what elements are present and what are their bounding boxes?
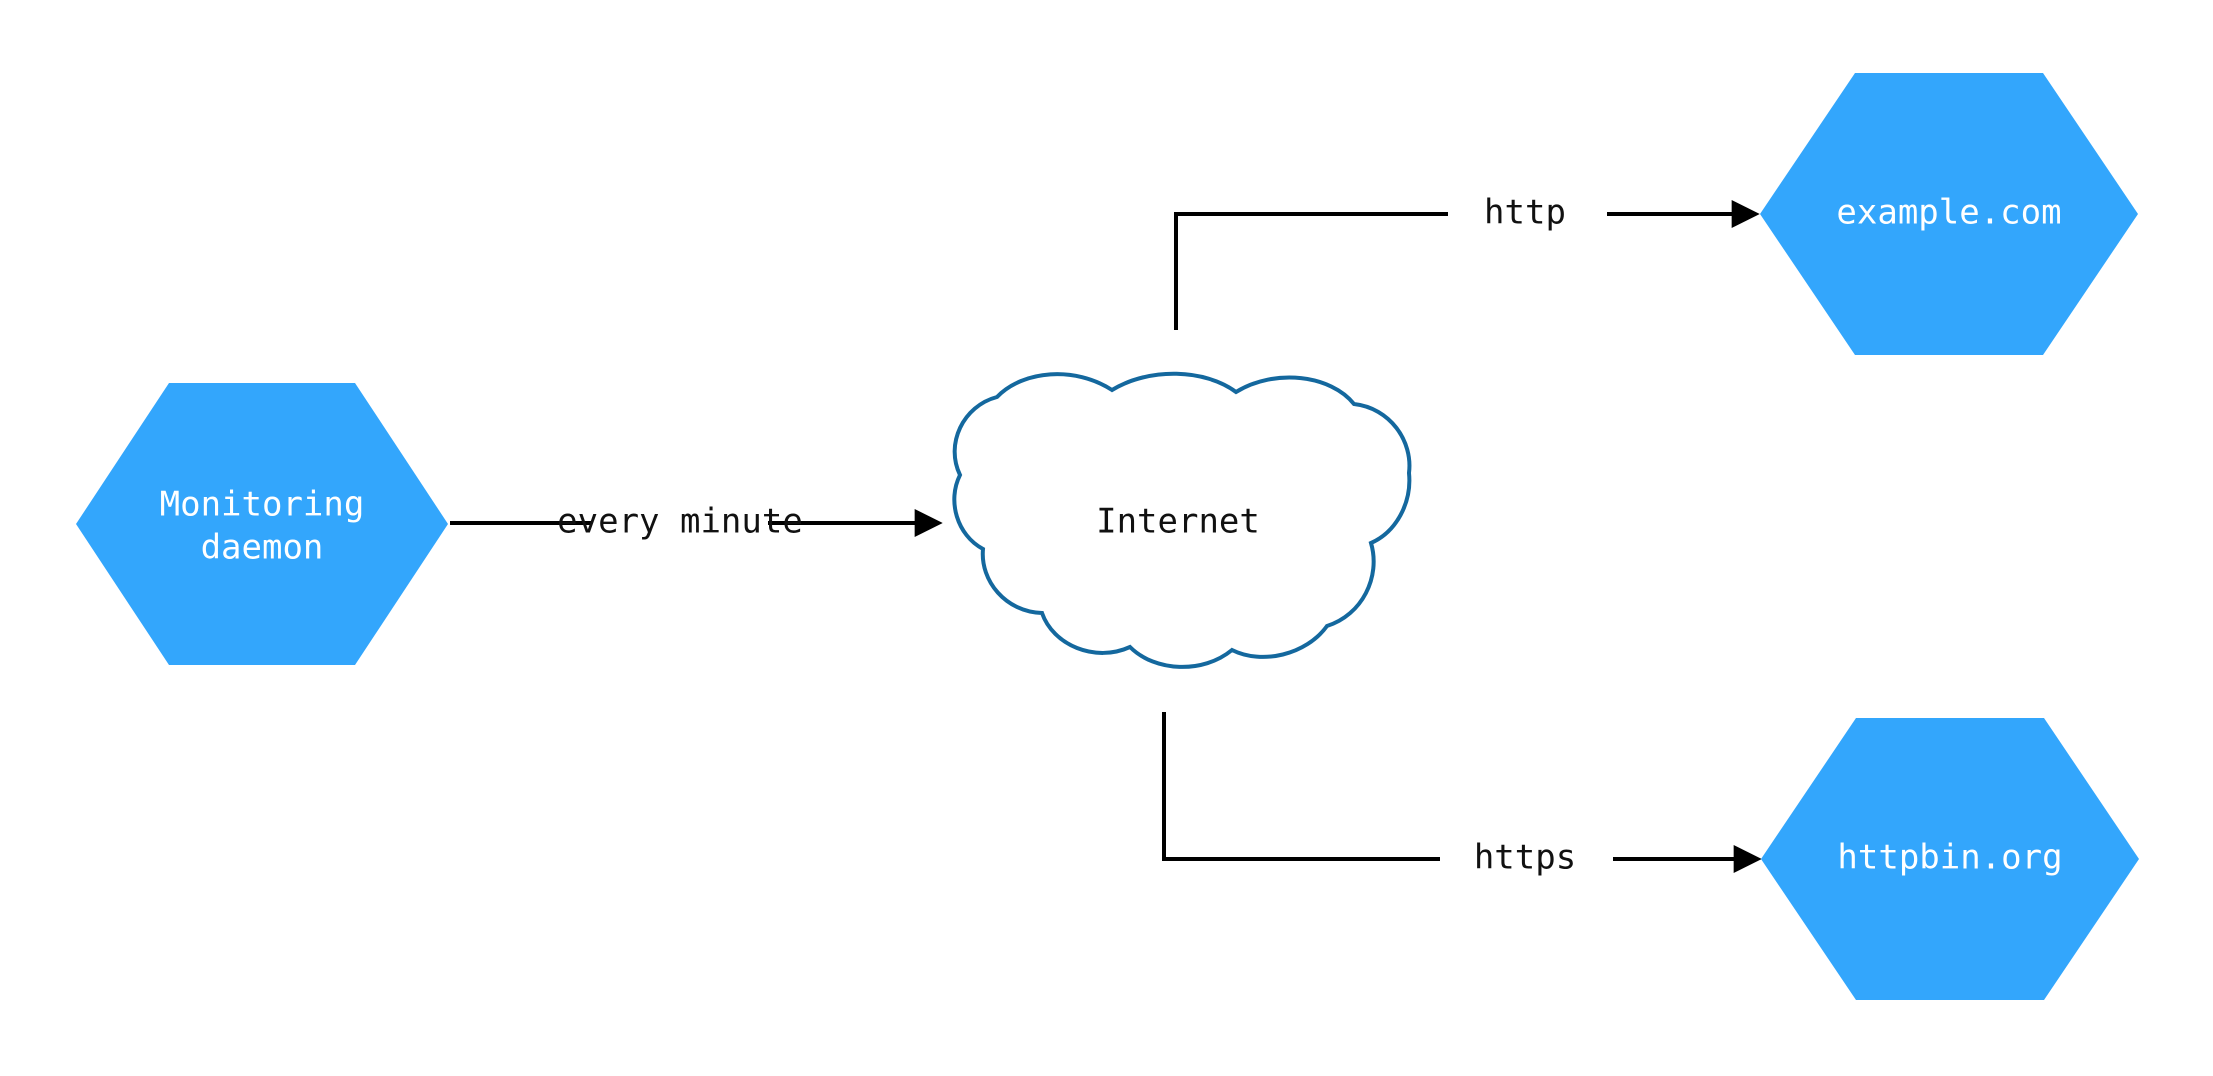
edge-internet-to-example: http [1174, 193, 1760, 330]
hexagon-shape-httpbin-org[interactable] [1761, 718, 2139, 1000]
node-label-internet: Internet [1096, 502, 1260, 542]
edge-daemon-to-internet: every minute [450, 502, 943, 542]
hexagon-shape-example-com[interactable] [1760, 73, 2138, 355]
node-label-monitoring-daemon-line1: Monitoring [160, 485, 365, 525]
node-label-monitoring-daemon-line2: daemon [201, 528, 324, 568]
node-httpbin-org[interactable]: httpbin.org [1761, 718, 2139, 1000]
cloud-shape-internet[interactable] [952, 371, 1412, 669]
edge-internet-to-httpbin: https [1162, 712, 1762, 878]
edge-path-https-elbow [1162, 712, 1440, 861]
edge-path-http-elbow [1174, 212, 1448, 330]
node-label-example-com: example.com [1836, 193, 2061, 233]
edge-label-https: https [1474, 838, 1576, 878]
edge-label-http: http [1484, 193, 1566, 233]
node-label-httpbin-org: httpbin.org [1837, 838, 2062, 878]
edge-label-every-minute: every minute [557, 502, 803, 542]
node-internet[interactable]: Internet [952, 371, 1412, 669]
node-monitoring-daemon[interactable]: Monitoring daemon [76, 383, 448, 665]
hexagon-shape-monitoring-daemon[interactable] [76, 383, 448, 665]
node-example-com[interactable]: example.com [1760, 73, 2138, 355]
